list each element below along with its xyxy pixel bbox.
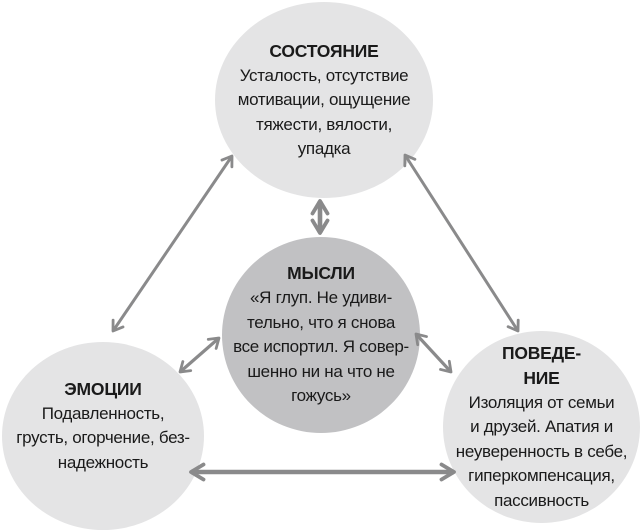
node-thoughts: МЫСЛИ «Я глуп. Не удиви- тельно, что я с… [222,237,420,433]
node-behavior-title: ПОВЕДЕ- НИЕ [501,342,582,388]
node-thoughts-title: МЫСЛИ [287,263,355,284]
arrow-state-behavior [403,153,520,333]
arrow-thoughts-emotions [178,336,221,374]
node-emotions-body: Подавленность, грусть, огорчение, без- н… [16,403,190,472]
node-state-body: Усталость, отсутствие мотивации, ощущени… [237,65,411,159]
node-behavior-body: Изоляция от семьи и друзей. Апатия и неу… [455,392,628,510]
node-emotions-title: ЭМОЦИИ [64,378,142,399]
node-thoughts-body: «Я глуп. Не удиви- тельно, что я снова в… [233,288,409,406]
node-state: СОСТОЯНИЕ Усталость, отсутствие мотиваци… [215,2,433,198]
arrow-state-emotions [111,154,234,333]
node-behavior: ПОВЕДЕ- НИЕ Изоляция от семьи и друзей. … [443,331,640,523]
node-emotions: ЭМОЦИИ Подавленность, грусть, огорчение,… [2,342,204,530]
node-state-title: СОСТОЯНИЕ [269,40,379,61]
arrow-thoughts-behavior [414,332,453,374]
